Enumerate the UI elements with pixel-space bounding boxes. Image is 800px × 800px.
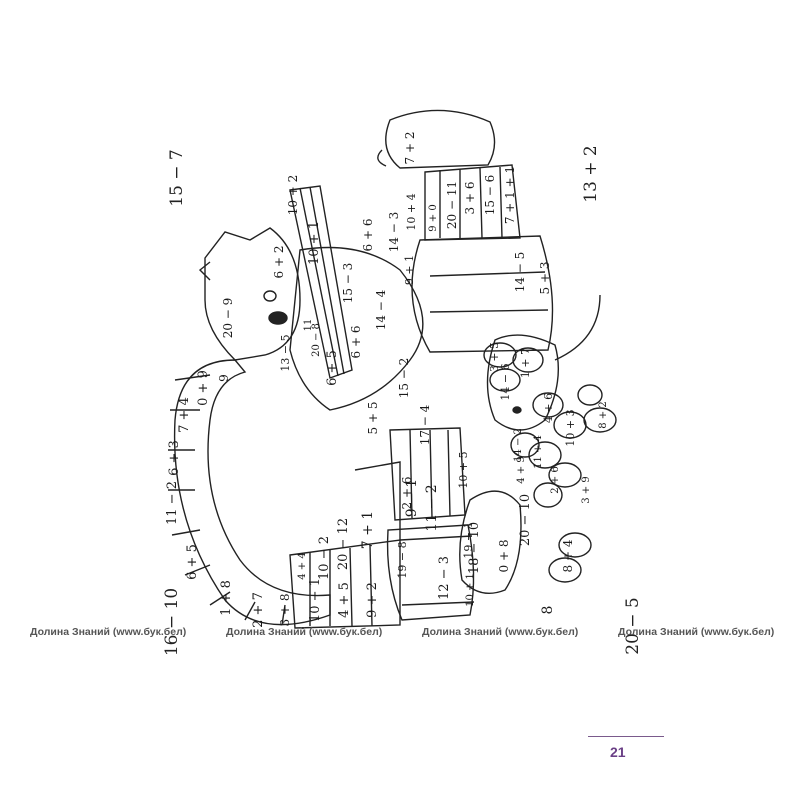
picture-expression: 2 + 6 (550, 466, 561, 493)
picture-expression: 4 + 5 (337, 582, 352, 618)
picture-expression: 11 − 2 (424, 484, 440, 531)
picture-expression: 10 + 4 (405, 193, 418, 230)
picture-expression: 10 + 1 (465, 573, 476, 607)
picture-expression: 17 − 4 (418, 404, 432, 445)
picture-expression: 1 + 8 (219, 580, 234, 616)
picture-expression: 6 + 5 (325, 350, 340, 386)
picture-expression: 2 + 7 (251, 592, 266, 628)
picture-expression: 4 + 9 (516, 456, 527, 483)
picture-expression: 6 + 3 (167, 440, 182, 476)
small-figure (459, 490, 522, 594)
mouse (486, 334, 560, 431)
picture-expression: 3 + 9 (581, 476, 592, 503)
picture-expression: 8 (540, 606, 556, 615)
page-number: 21 (610, 744, 626, 760)
picture-expression: 20 − 10 (518, 494, 533, 546)
picture-expression: 20 − 9 (221, 298, 235, 339)
picture-expression: 14 − 5 (513, 252, 527, 293)
watermark-2: Долина Знаний (www.бук.бел) (226, 626, 383, 638)
picture-expression: 6 + 2 (272, 246, 286, 279)
picture-expression: 5 + 3 (538, 262, 552, 295)
corner-expression-top-left: 15 − 7 (166, 149, 187, 207)
picture-expression: 10 + 5 (457, 451, 470, 488)
picture-expression: 10 + 1 (307, 221, 322, 265)
picture-expression: 14 − 6 (499, 363, 512, 400)
picture-expression: 14 − 2 (513, 428, 524, 462)
cat-body (289, 246, 424, 411)
picture-expression: 3 + 8 (278, 594, 292, 627)
picture-expression: 12 − 3 (437, 556, 452, 600)
page-number-rule (588, 736, 664, 737)
picture-expression: 7 + 1 + 1 (503, 166, 517, 224)
picture-expression: 1 + 7 (519, 348, 532, 378)
picture-expression: 11 (303, 319, 314, 332)
picture-expression: 7 + 1 (360, 511, 376, 549)
cat-head (204, 227, 301, 361)
picture-expression: 7 + 2 (403, 132, 417, 165)
picture-expression: 14 − 3 (387, 212, 401, 253)
picture-expression: 6 + 6 (361, 219, 375, 252)
picture-expression: 0 + 8 (497, 540, 511, 573)
picture-expression: 20 − 12 (336, 518, 351, 570)
picture-expression: 10 + 2 (286, 175, 300, 216)
picture-expression: 15 − 2 (397, 358, 411, 399)
picture-expression: 6 + 6 (349, 326, 363, 359)
picture-expression: 9 (217, 374, 231, 382)
picture-expression: 8 + 4 (561, 539, 575, 572)
picture-expression: 11 − 2 (165, 481, 180, 525)
picture-expression: 20 − 8 (311, 323, 322, 357)
picture-expression: 10 − 2 (317, 536, 332, 580)
picture-expression: 0 + 9 (196, 370, 211, 406)
picture-expression: 3 + 5 (488, 342, 501, 372)
picture-expression: 6 + 5 (185, 544, 200, 580)
picture-expression: 19 − 1 (462, 521, 475, 558)
picture-expression: 20 − 11 (445, 181, 459, 229)
picture-expression: 2 + 6 (400, 477, 414, 510)
watermark-3: Долина Знаний (www.бук.бел) (422, 626, 579, 638)
picture-expression: 9 + 2 (365, 582, 380, 618)
corner-expression-top-right: 13 + 2 (580, 145, 601, 203)
picture-expression: 5 + 5 (366, 402, 380, 435)
picture-expression: 10 + 3 (564, 409, 577, 446)
picture-expression: 9 + 0 (428, 204, 439, 231)
picture-expression: 8 + 2 (598, 401, 609, 428)
picture-expression: 15 − 6 (483, 175, 497, 216)
picture-expression: 19 − 8 (396, 541, 409, 578)
barrel (386, 524, 475, 621)
picture-expression: 18 − 10 (467, 522, 482, 574)
picture-expression: 4 + 4 (297, 552, 308, 579)
picture-expression: 15 − 3 (341, 263, 355, 304)
sack-outline (385, 109, 496, 169)
picture-expression: 9 + 1 (403, 255, 416, 285)
picture-expression: 11 + 4 (533, 435, 544, 469)
book-stack (424, 164, 521, 241)
picture-expression: 10 − 1 (308, 578, 323, 622)
picture-expression: 14 − 4 (374, 289, 388, 330)
picture-expression: 9 − 1 (404, 479, 420, 517)
picture-expression: 7 + 4 (177, 397, 192, 433)
picture-expression: 3 + 6 (463, 182, 477, 215)
bench-body (411, 235, 554, 353)
watermark-1: Долина Знаний (www.бук.бел) (30, 626, 187, 638)
picture-expression: 4 + 6 (542, 393, 555, 423)
watermark-4: Долина Знаний (www.бук.бел) (618, 626, 775, 638)
corner-expression-bottom-left: 16 − 10 (162, 587, 183, 657)
picture-expression: 13 − 5 (279, 334, 292, 371)
